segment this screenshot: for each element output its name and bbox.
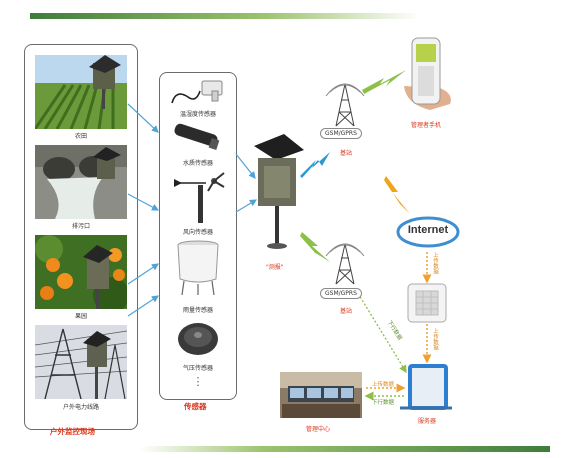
sewage-outlet-photo <box>35 145 127 219</box>
server-icon <box>400 364 452 410</box>
sensor-caption-rain-gauge: 雨量传感器 <box>182 307 213 314</box>
water-quality-sensor-icon <box>170 121 226 157</box>
sensor-caption-wind-direction: 风向传感器 <box>182 229 213 236</box>
upload-label-upper: 上传数据 <box>432 252 438 274</box>
wind-direction-sensor-icon <box>170 169 226 229</box>
top-stripe <box>30 13 420 19</box>
server-caption: 服务器 <box>418 418 437 425</box>
temp-humidity-sensor-icon <box>166 79 230 111</box>
photo-caption-farmland: 农田 <box>74 133 87 140</box>
sensor-caption-temp-humidity: 温湿度传感器 <box>179 111 216 118</box>
sensor-panel: 温湿度传感器 水质传感器 风向传感器 雨量传感器 气压传感器 <box>159 72 237 400</box>
internet-cloud-icon <box>396 216 460 248</box>
top-station-caption: 基站 <box>340 150 353 157</box>
farmland-photo <box>35 55 127 129</box>
device-label: "测报" <box>266 264 284 271</box>
bottom-cell-tower-icon <box>325 243 365 285</box>
top-cell-tower-icon <box>325 83 365 127</box>
download-label-horizontal: 下行数据 <box>372 400 395 406</box>
monitoring-device-icon <box>254 134 304 249</box>
photo-caption-sewage: 排污口 <box>71 223 90 230</box>
sensor-to-device-arrows <box>235 153 258 213</box>
internet-label: Internet <box>407 224 449 236</box>
center-caption: 管理中心 <box>306 426 331 433</box>
orchard-photo <box>35 235 127 309</box>
bottom-stripe <box>140 446 550 452</box>
bottom-station-caption: 基站 <box>340 308 353 315</box>
photo-caption-orchard: 果园 <box>74 313 87 320</box>
top-station-label: GSM/GPRS <box>320 128 362 139</box>
power-line-photo <box>35 325 127 399</box>
bottom-station-label: GSM/GPRS <box>320 288 362 299</box>
photo-caption-power-line: 户外电力线路 <box>62 404 99 411</box>
phone-icon <box>404 37 451 110</box>
sensor-ellipsis: ⋮ <box>192 375 204 388</box>
rain-gauge-icon <box>174 239 222 299</box>
field-to-sensor-arrows <box>127 103 160 317</box>
upload-label-lower: 上传数据 <box>432 328 438 350</box>
sensor-caption-barometer: 气压传感器 <box>182 365 213 372</box>
upload-label-horizontal: 上传数据 <box>372 382 395 388</box>
horizontal-data-arrows <box>364 383 406 401</box>
field-panel: 农田 排污口 果园 <box>24 44 138 430</box>
gateway-icon <box>407 283 447 323</box>
barometer-icon <box>176 319 220 363</box>
management-center-photo <box>280 372 362 418</box>
sensor-panel-title: 传感器 <box>184 402 207 411</box>
sensor-caption-water-quality: 水质传感器 <box>182 160 213 167</box>
field-panel-title: 户外监控现场 <box>50 427 95 436</box>
wireless-bolts <box>300 70 410 262</box>
diagonal-data-arrow <box>355 289 407 374</box>
phone-caption: 管理者手机 <box>411 122 442 129</box>
